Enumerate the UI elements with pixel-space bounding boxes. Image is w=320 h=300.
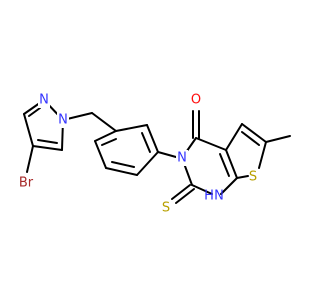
- bond-b2-b3-double: [141, 132, 151, 153]
- bond-ch2-benzene: [91, 112, 117, 132]
- bond-c5-c6: [241, 123, 267, 143]
- bond-b5-b6: [94, 140, 107, 169]
- bond-c6-s: [258, 141, 267, 169]
- bond-b2-b3: [146, 124, 159, 153]
- bond-b1-b2: [115, 124, 148, 132]
- bond-c2-s: [171, 184, 191, 200]
- atom-nh-hydrogen: H: [204, 189, 214, 204]
- bond-c2-nh: [191, 184, 213, 195]
- bond-c2-s-double: [175, 188, 195, 204]
- atom-nh-nitrogen: N: [214, 189, 224, 204]
- bond-b4-b5: [105, 167, 138, 176]
- atom-thioxo-s: S: [162, 201, 170, 216]
- molecule-structure: Br N N N O S H N S: [19, 92, 291, 216]
- bond-nh-c7a: [220, 177, 238, 195]
- atom-pyrimidine-n3: N: [177, 151, 187, 166]
- bond-c4-c5-double: [37, 139, 58, 144]
- bond-c5-c6-double: [241, 131, 260, 146]
- bond-c7a-c4a-double: [219, 153, 230, 177]
- bonds: [23, 99, 291, 204]
- atom-thiophene-s: S: [249, 170, 257, 185]
- atom-carbonyl-o: O: [191, 93, 201, 108]
- bond-b6-b1-double: [101, 138, 117, 146]
- bond-s-c7a: [236, 175, 249, 179]
- bond-b4-b5-double: [111, 161, 135, 168]
- bond-benzene-n3: [157, 151, 177, 158]
- atom-pyrazole-n1: N: [58, 113, 68, 128]
- bond-c7a-c4a: [225, 149, 238, 179]
- bond-c6-methyl: [265, 135, 291, 143]
- bond-b6-b1: [94, 130, 117, 142]
- bond-c4-c5: [32, 145, 63, 151]
- bond-c3-c4: [23, 113, 34, 147]
- atom-pyrazole-n2: N: [39, 93, 49, 108]
- bond-b3-b4: [136, 151, 159, 176]
- atom-labels: Br N N N O S H N S: [19, 92, 257, 216]
- atom-bromine: Br: [19, 176, 34, 191]
- bond-c4-br: [26, 145, 34, 173]
- bond-c4a-c4: [195, 137, 227, 151]
- bond-n2-c3-double: [28, 107, 41, 117]
- bond-c4a-c5: [225, 123, 243, 151]
